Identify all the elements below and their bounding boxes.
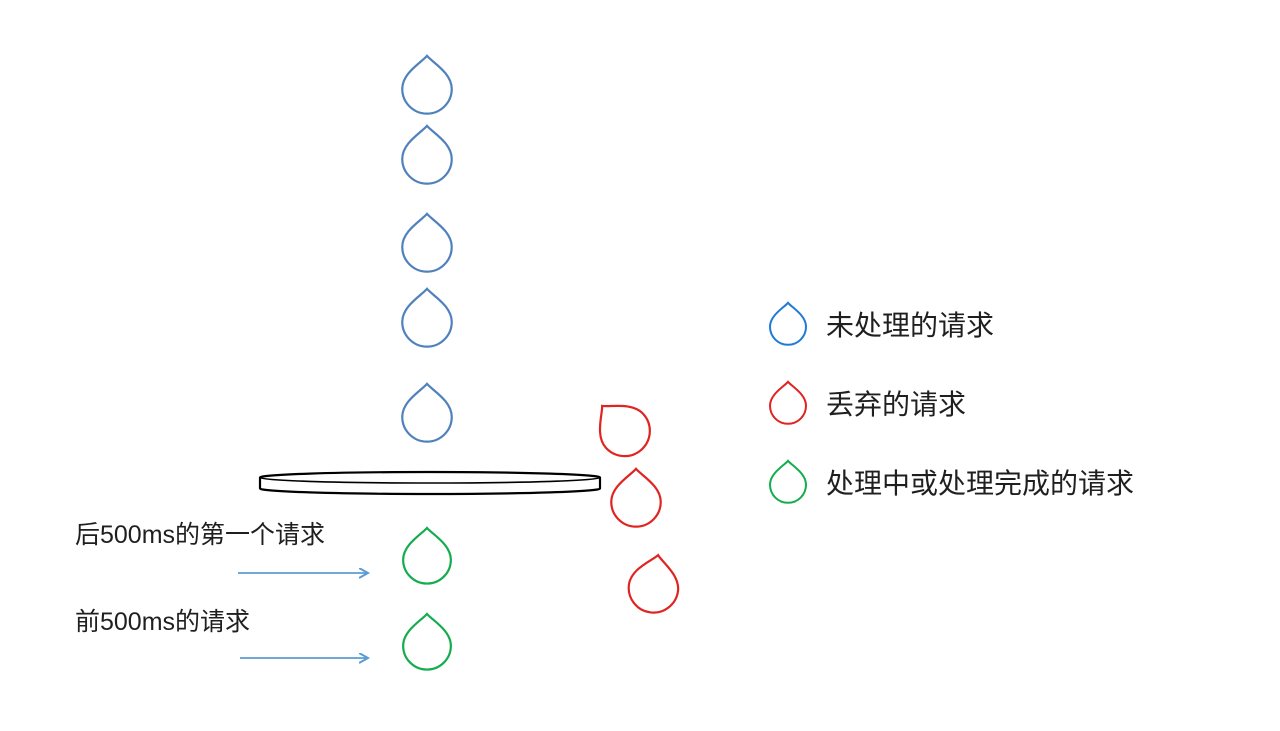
drop-processed (402, 612, 452, 671)
legend-label-pending: 未处理的请求 (826, 309, 995, 341)
label-first-request-after-500ms: 后500ms的第一个请求 (75, 521, 326, 549)
drop-discarded (610, 467, 662, 528)
legend-label-processed: 处理中或处理完成的请求 (826, 467, 1135, 499)
drop-discarded (624, 550, 684, 617)
disk-rim (259, 476, 601, 484)
legend: 未处理的请求 丢弃的请求 处理中或处理完成的请求 (768, 300, 1134, 537)
drop-pending (401, 124, 453, 185)
processed-drop-icon (769, 459, 807, 504)
discarded-drop-icon (769, 380, 807, 425)
legend-item-processed: 处理中或处理完成的请求 (768, 458, 1134, 505)
drops-layer (401, 54, 684, 671)
legend-item-discarded: 丢弃的请求 (768, 379, 1134, 426)
rate-limit-disk (258, 470, 602, 496)
drop-pending (401, 54, 453, 115)
drop-pending (401, 382, 453, 443)
pending-drop-icon (769, 301, 807, 346)
drop-pending (401, 287, 453, 348)
drop-pending (401, 212, 453, 273)
drop-processed (402, 526, 452, 585)
drop-discarded (582, 387, 662, 468)
label-requests-first-500ms: 前500ms的请求 (75, 608, 251, 636)
legend-item-pending: 未处理的请求 (768, 300, 1134, 347)
legend-label-discarded: 丢弃的请求 (826, 388, 967, 420)
